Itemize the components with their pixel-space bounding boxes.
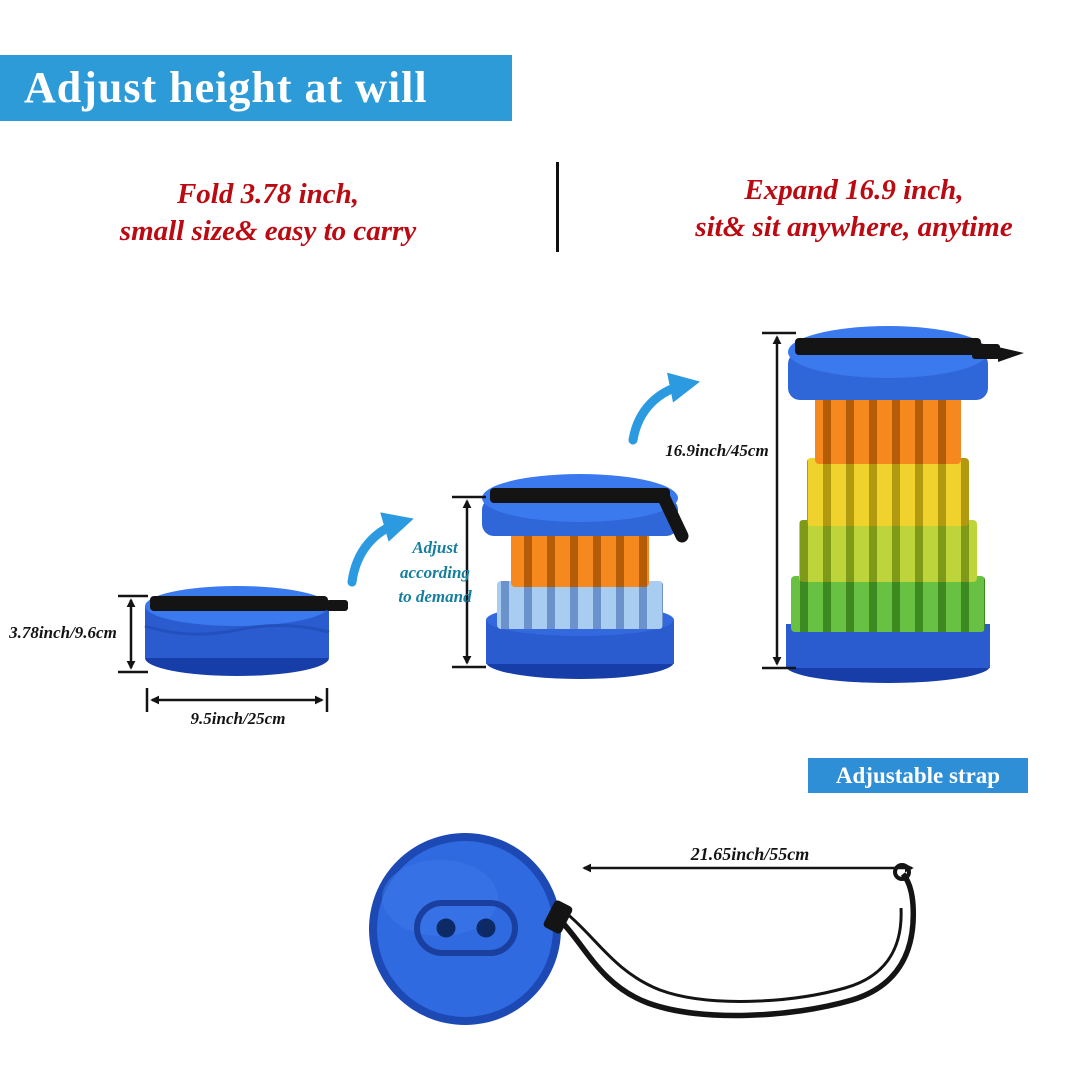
note-folded-line2: small size& easy to carry [119,215,417,248]
strap-banner-label: Adjustable strap [835,763,1001,788]
adjust-note-line2: according [400,562,470,582]
note-expanded: Expand 16.9 inch, sit& sit anywhere, any… [628,172,1080,246]
expand-arrow-1-icon [347,512,414,587]
disc-hole-left [436,918,456,938]
notes-divider [556,162,559,252]
disc-highlight [382,860,498,936]
strap-buckle [543,900,573,934]
note-expanded-line1: Expand 16.9 inch, [744,174,964,206]
title-banner-label: Adjust height at will [24,63,428,112]
full-stool-strap-end [998,347,1024,362]
label-folded-height: 3.78inch/9.6cm [9,623,117,642]
folded-stool-wave-line [144,624,330,636]
full-stool-strap [795,338,981,355]
strap-cord-outer [558,872,917,1019]
full-stool-band-yellow [807,458,969,526]
full-stool-strap-buckle [972,344,1000,359]
disc-handle-outline [414,900,518,956]
dim-expanded-height [762,331,796,670]
note-folded-line1: Fold 3.78 inch, [176,178,360,210]
half-stool-strap-tail [657,491,689,543]
title-banner: Adjust height at will [0,55,512,121]
note-expanded-line2: sit& sit anywhere, anytime [695,211,1013,244]
half-expanded-stool-illustration [482,474,689,679]
half-stool-strap [490,488,670,503]
strap-banner: Adjustable strap [808,758,1028,793]
full-stool-band-yellowgreen [799,520,977,582]
folded-stool-strap [150,596,328,611]
note-folded: Fold 3.78 inch, small size& easy to carr… [58,176,478,250]
disc-hole-right [476,918,496,938]
stool-top-view-disc [369,833,561,1025]
folded-stool-illustration [144,586,348,676]
label-strap-length: 21.65inch/55cm [690,844,810,864]
label-folded-width: 9.5inch/25cm [190,709,286,728]
strap-cord-inner [565,907,903,1003]
expanded-stool-illustration [786,326,1024,683]
expand-arrow-2-icon [628,372,701,445]
full-stool-band-orange [815,392,961,464]
full-stool-band-green [791,576,985,632]
dim-adjustable-height [452,495,486,669]
adjust-note-line3: to demand [398,587,472,607]
label-adjust-to-demand: Adjust according to demand [384,536,486,610]
dim-folded-width [145,688,329,712]
folded-stool-strap-tail [326,600,348,611]
dim-folded-height [118,594,148,674]
half-stool-band-lightblue [497,581,663,629]
adjust-note-line1: Adjust [412,538,458,557]
shoulder-strap-illustration [543,863,917,1019]
half-stool-band-orange [511,525,649,587]
label-expanded-height: 16.9inch/45cm [665,441,769,460]
